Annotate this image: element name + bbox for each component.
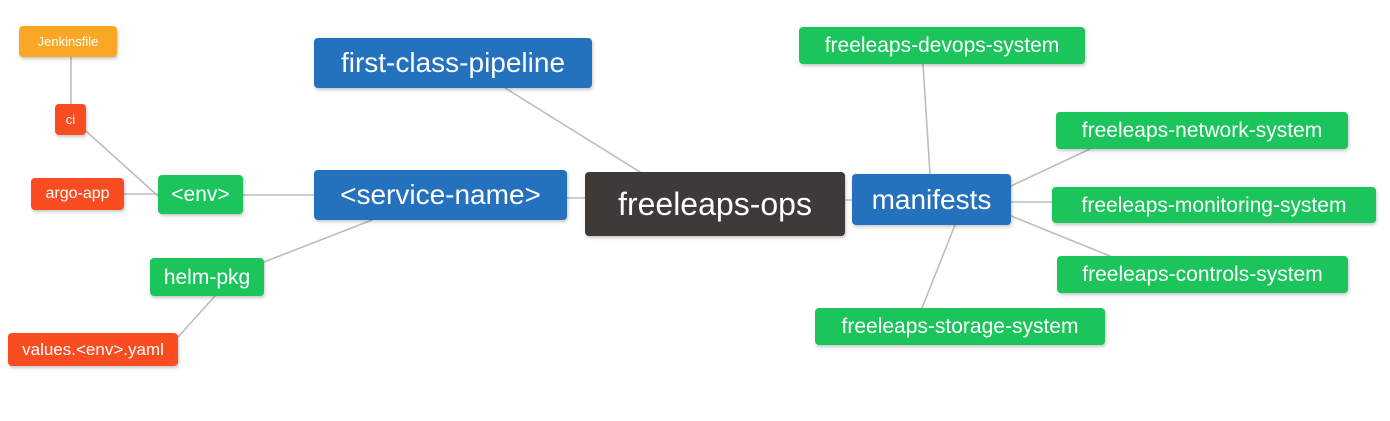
- node-label-freeleaps-network-system: freeleaps-network-system: [1081, 119, 1323, 142]
- node-first-class-pipeline[interactable]: first-class-pipeline: [314, 38, 592, 88]
- node-label-env: <env>: [171, 183, 230, 206]
- node-freeleaps-ops[interactable]: freeleaps-ops: [585, 172, 845, 236]
- node-label-service-name: <service-name>: [340, 179, 541, 210]
- edge-manifests-to-freeleaps-storage-system: [921, 224, 956, 309]
- node-freeleaps-storage-system[interactable]: freeleaps-storage-system: [815, 308, 1105, 345]
- node-label-manifests: manifests: [871, 183, 992, 215]
- node-freeleaps-network-system[interactable]: freeleaps-network-system: [1056, 112, 1348, 149]
- node-values-yaml[interactable]: values.<env>.yaml: [8, 333, 178, 366]
- node-label-freeleaps-monitoring-system: freeleaps-monitoring-system: [1081, 193, 1347, 217]
- node-argo-app[interactable]: argo-app: [31, 178, 124, 210]
- edge-first-class-pipeline-to-freeleaps-ops: [504, 87, 641, 173]
- node-freeleaps-monitoring-system[interactable]: freeleaps-monitoring-system: [1052, 187, 1376, 223]
- edge-values-yaml-to-helm-pkg: [177, 295, 216, 338]
- edge-manifests-to-freeleaps-devops-system: [922, 63, 931, 175]
- node-label-argo-app: argo-app: [45, 185, 110, 202]
- node-label-first-class-pipeline: first-class-pipeline: [340, 47, 566, 78]
- node-label-freeleaps-controls-system: freeleaps-controls-system: [1082, 263, 1323, 286]
- node-label-freeleaps-ops: freeleaps-ops: [618, 186, 812, 222]
- node-jenkinsfile[interactable]: Jenkinsfile: [19, 26, 117, 57]
- node-helm-pkg[interactable]: helm-pkg: [150, 258, 264, 296]
- node-manifests[interactable]: manifests: [852, 174, 1011, 225]
- edge-manifests-to-freeleaps-network-system: [1010, 148, 1091, 187]
- node-service-name[interactable]: <service-name>: [314, 170, 567, 220]
- node-label-helm-pkg: helm-pkg: [163, 265, 251, 289]
- node-label-ci: ci: [65, 112, 76, 127]
- node-label-freeleaps-storage-system: freeleaps-storage-system: [841, 315, 1079, 338]
- node-freeleaps-controls-system[interactable]: freeleaps-controls-system: [1057, 256, 1348, 293]
- node-env[interactable]: <env>: [158, 175, 243, 214]
- node-label-jenkinsfile: Jenkinsfile: [37, 34, 99, 49]
- node-ci[interactable]: ci: [55, 104, 86, 135]
- edge-helm-pkg-to-service-name: [263, 219, 373, 263]
- node-freeleaps-devops-system[interactable]: freeleaps-devops-system: [799, 27, 1085, 64]
- node-label-freeleaps-devops-system: freeleaps-devops-system: [824, 34, 1060, 57]
- node-label-values-yaml: values.<env>.yaml: [22, 340, 164, 359]
